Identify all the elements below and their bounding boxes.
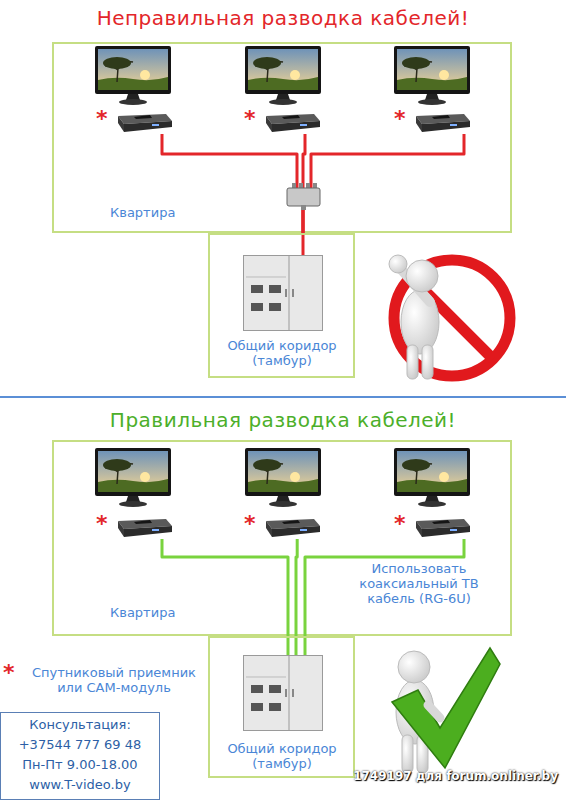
website: www.T-video.by [1,775,159,795]
satellite-receiver: * [112,517,172,539]
cable-splitter [287,188,320,206]
receiver-icon [416,519,470,537]
cable-splitter [299,183,303,189]
tv-set [245,448,321,507]
prohibit-figure [407,345,418,379]
cable-line [162,134,303,233]
cable-splitter [313,183,317,189]
corridor-label: Общий коридор (тамбур) [226,338,338,368]
receiver-icon [410,112,470,134]
cable-stub [302,233,305,255]
apartment-box: Квартира*** [52,440,512,636]
receiver-icon [410,517,470,539]
cable-splitter [306,183,310,189]
electrical-cabinet [244,255,323,731]
section-title: Неправильная разводка кабелей! [0,6,566,30]
receiver-asterisk: * [96,108,108,130]
receiver-icon [266,114,320,132]
receiver-asterisk: * [96,513,108,535]
cable-splitter [301,205,306,210]
section-title: Правильная разводка кабелей! [0,408,566,432]
apartment-label: Квартира [110,605,175,620]
approve-figure [398,651,430,683]
tv-set [394,46,470,105]
satellite-receiver: * [112,112,172,134]
cable-splitter [287,183,320,210]
phone-number: +37544 777 69 48 [1,735,159,755]
receiver-icon [416,114,470,132]
contact-heading: Консультация: [1,715,159,735]
tv-set [95,46,470,507]
prohibit-figure [422,345,433,379]
electrical-cabinet [244,655,323,731]
corridor-box: Общий коридор (тамбур) [208,636,355,778]
work-hours: Пн-Пт 9.00-18.00 [1,755,159,775]
receiver-icon [260,112,320,134]
cable-note: Использовать коаксиальный ТВ кабель (RG-… [343,561,495,606]
cable-splitter [292,183,296,189]
tv-set [245,46,321,105]
satellite-receiver: * [410,112,470,134]
divider-line [0,396,566,398]
approve-figure [392,648,500,768]
cable-stub [287,636,290,655]
prohibit-figure [389,255,510,379]
legend-asterisk: * [3,662,15,684]
receiver-asterisk: * [394,108,406,130]
receiver-icon [112,517,172,539]
receiver-icon [260,517,320,539]
tv-set [95,46,171,105]
receiver-asterisk: * [394,513,406,535]
apartment-box: Квартира*** [52,42,512,233]
receiver-asterisk: * [244,108,256,130]
legend-text: Спутниковый приемник или CAM-модуль [18,665,210,695]
approve-figure [428,705,440,718]
cable-line [162,539,288,636]
watermark: 1749197 для forum.onliner.by [326,768,558,784]
receiver-icon [118,519,172,537]
satellite-receiver: * [410,517,470,539]
cable-stub [288,233,305,655]
approve-figure [392,648,500,773]
receiver-icon [118,114,172,132]
apartment-label: Квартира [110,205,175,220]
satellite-receiver: * [260,517,320,539]
cable-line [303,134,464,233]
cable-stub [304,636,307,655]
receiver-icon [112,112,172,134]
cable-line [296,539,297,636]
corridor-label: Общий коридор (тамбур) [226,741,338,771]
tv-set [95,448,171,507]
corridor-box: Общий коридор (тамбур) [208,233,355,378]
cable-stub [295,636,298,655]
cable-line [303,134,305,233]
receiver-asterisk: * [244,513,256,535]
prohibit-figure [406,260,438,292]
receiver-icon [266,519,320,537]
prohibit-figure [389,255,407,273]
electrical-cabinet [244,255,323,331]
contact-box: Консультация:+37544 777 69 48Пн-Пт 9.00-… [0,712,160,800]
approve-figure [402,735,413,773]
tv-set [394,448,470,507]
satellite-receiver: * [260,112,320,134]
